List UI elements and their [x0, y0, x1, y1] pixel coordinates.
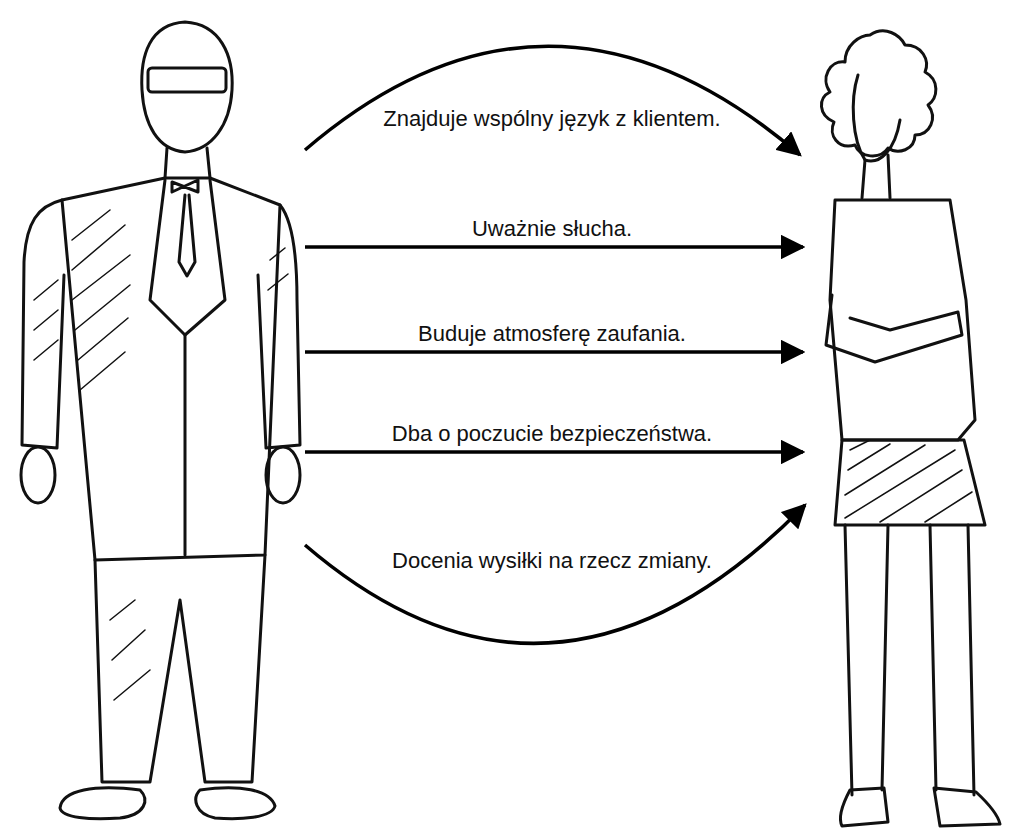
- jacket: [62, 178, 280, 560]
- arrow-label: Buduje atmosferę zaufania.: [415, 321, 689, 347]
- glasses: [148, 68, 226, 92]
- left-boot: [840, 788, 888, 826]
- straight-arrow: [305, 350, 803, 354]
- straight-arrow: [305, 245, 803, 249]
- arrow-label: Docenia wysiłki na rzecz zmiany.: [389, 548, 715, 574]
- lapels: [150, 180, 225, 335]
- left-hand: [21, 447, 55, 503]
- arrow-label: Uważnie słucha.: [469, 216, 635, 242]
- legs: [845, 525, 974, 795]
- head: [142, 22, 232, 152]
- tie: [179, 195, 195, 276]
- left-arm: [22, 200, 64, 448]
- hatching: [845, 440, 972, 522]
- man-figure: [21, 22, 300, 819]
- neck: [862, 155, 890, 198]
- right-boot: [934, 788, 1000, 826]
- hatching: [34, 210, 288, 700]
- arrow-label: Znajduje wspólny język z klientem.: [380, 106, 723, 132]
- straight-arrow: [305, 450, 803, 454]
- right-shoe: [196, 788, 275, 819]
- woman-figure: [821, 31, 1000, 826]
- neck: [165, 148, 210, 178]
- jacket-seam: [184, 335, 187, 555]
- skirt: [835, 440, 985, 525]
- right-hand: [266, 447, 300, 503]
- folded-arms: [826, 295, 962, 362]
- curly-hair: [821, 31, 935, 156]
- left-shoe: [60, 788, 145, 819]
- bow-tie: [172, 180, 198, 192]
- face: [853, 75, 900, 161]
- arrow-label: Dba o poczucie bezpieczeństwa.: [389, 421, 715, 447]
- arrows: [305, 46, 805, 643]
- trousers: [95, 555, 265, 782]
- right-arm: [258, 205, 300, 448]
- curved-arrow: [305, 46, 800, 155]
- curved-arrow: [305, 505, 805, 643]
